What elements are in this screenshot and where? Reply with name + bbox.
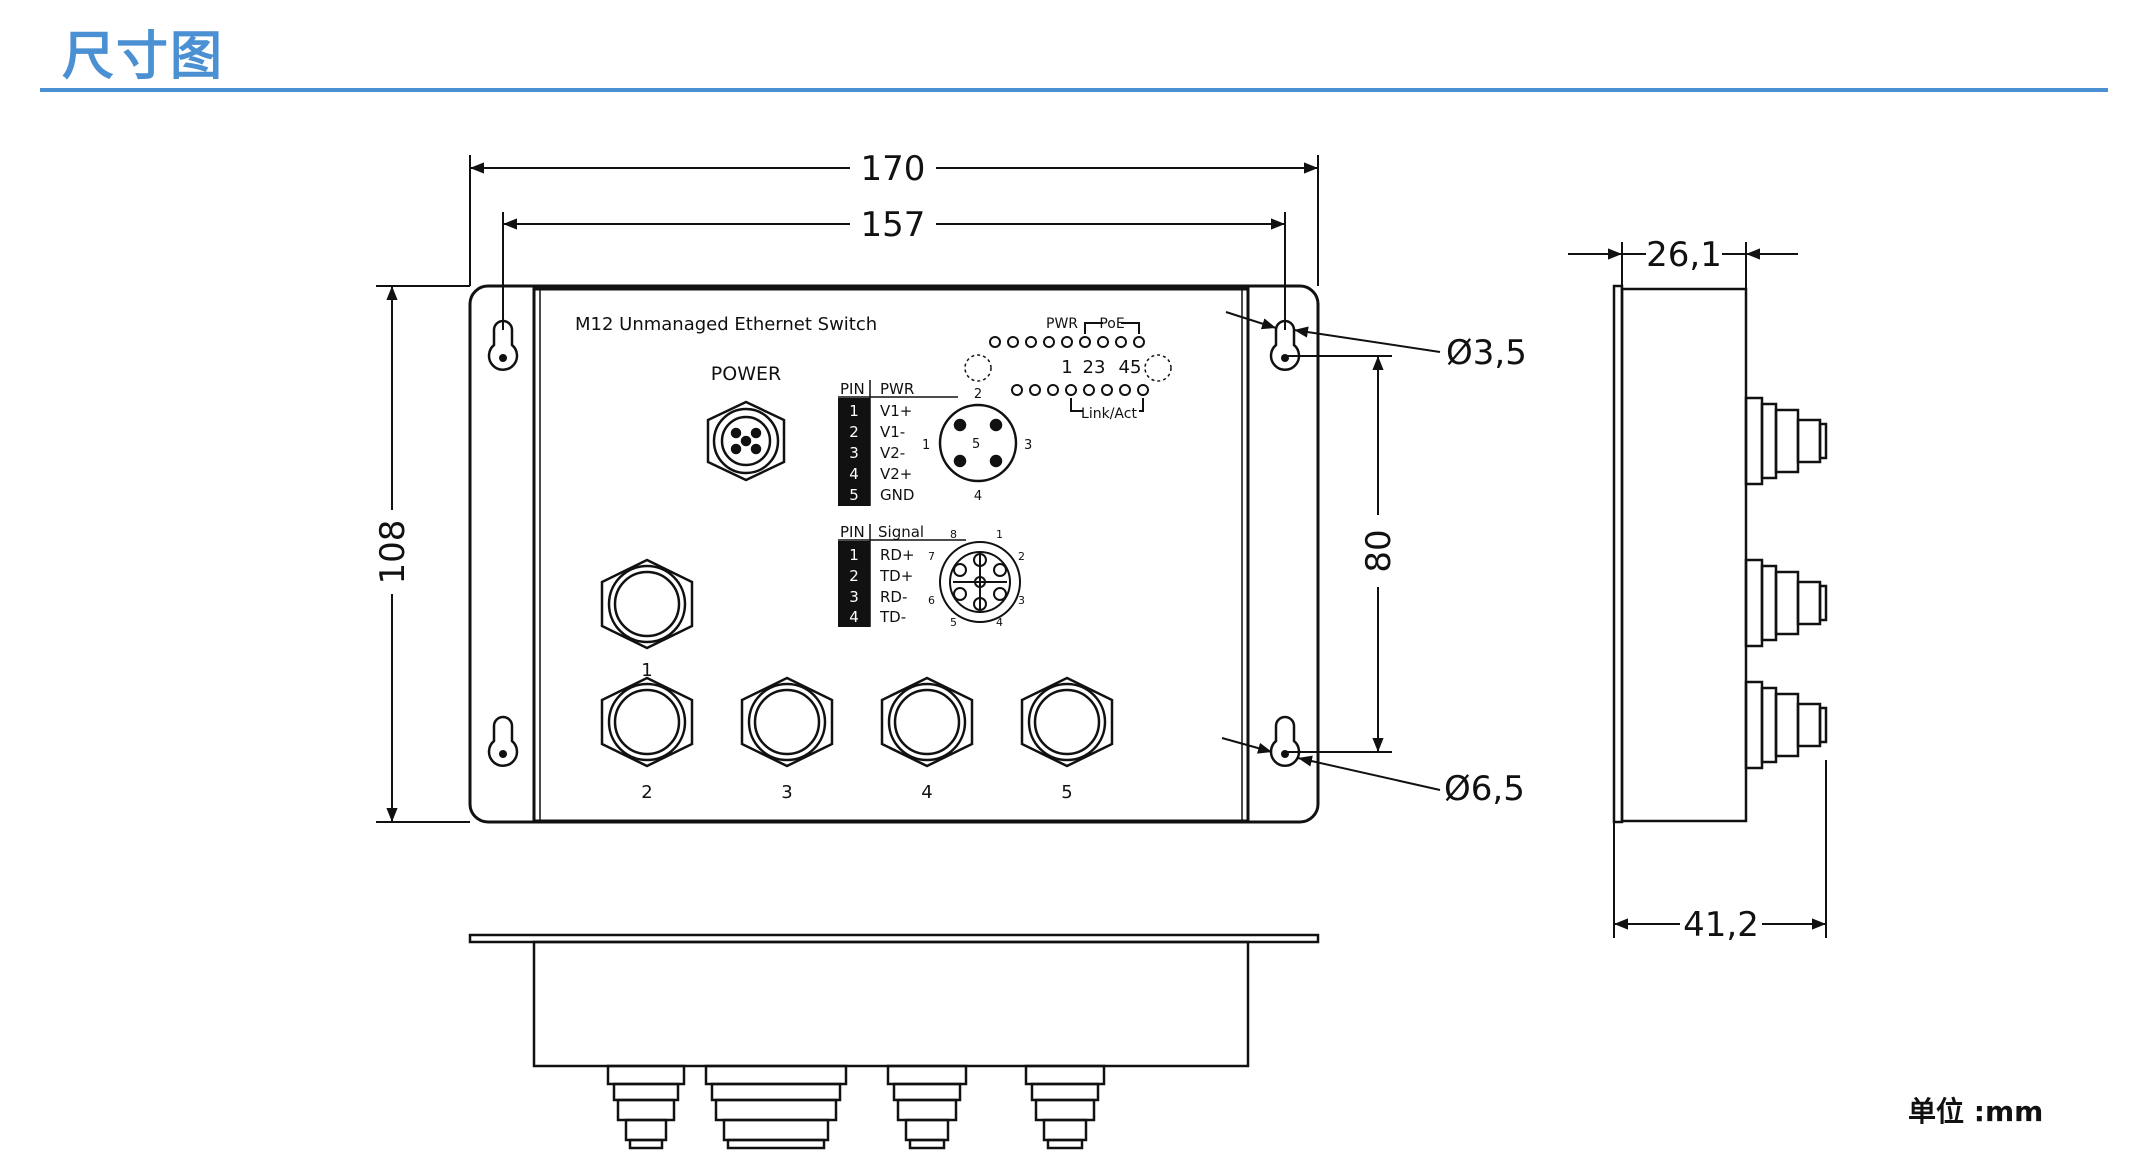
dim-hole-spacing-height: 80 bbox=[1359, 529, 1399, 572]
signal-pin-1: 1 bbox=[996, 528, 1003, 541]
ethernet-port-5 bbox=[1020, 676, 1114, 768]
dim-large-hole: Ø6,5 bbox=[1444, 769, 1525, 809]
power-pin-5: 5 bbox=[972, 437, 980, 452]
signal-table-value-4: TD- bbox=[879, 608, 906, 626]
port-number-3: 3 bbox=[781, 782, 792, 803]
signal-table-header-signal: Signal bbox=[878, 523, 924, 541]
power-table-header-signal: PWR bbox=[880, 380, 914, 398]
signal-pin-table-text: PIN Signal 1 RD+ 2 TD+ 3 RD- 4 TD- bbox=[840, 523, 924, 626]
signal-pin-6: 6 bbox=[928, 594, 935, 607]
linkact-bracket bbox=[1070, 398, 1144, 412]
side-housing bbox=[1620, 287, 1748, 823]
ethernet-port-2 bbox=[600, 676, 694, 768]
signal-pin-2: 2 bbox=[1018, 550, 1025, 563]
signal-pin-3: 3 bbox=[1018, 594, 1025, 607]
led-pwr-label: PWR bbox=[1046, 316, 1078, 332]
port-number-5: 5 bbox=[1061, 782, 1072, 803]
side-connector-bottom bbox=[1744, 680, 1828, 770]
dimension-values: 170 157 108 80 Ø3,5 Ø6,5 26,1 41,2 bbox=[373, 149, 1759, 945]
signal-pinout-labels: 1 2 3 4 5 6 7 8 bbox=[928, 528, 1025, 629]
signal-table-pin-4: 4 bbox=[849, 608, 859, 626]
port-number-1: 1 bbox=[641, 660, 652, 681]
units-label: 单位 :mm bbox=[1908, 1095, 2044, 1128]
port-number-4: 4 bbox=[921, 782, 932, 803]
power-pin-table bbox=[838, 380, 958, 506]
dimension-lines bbox=[376, 155, 1827, 938]
poe-bracket bbox=[1084, 322, 1140, 334]
power-table-value-5: GND bbox=[880, 486, 914, 504]
power-table-value-4: V2+ bbox=[880, 465, 912, 483]
bottom-connector-3 bbox=[886, 1064, 968, 1150]
power-connector bbox=[706, 400, 786, 482]
led-hole-left bbox=[964, 354, 992, 382]
keyhole-bottom-left bbox=[487, 715, 519, 767]
ethernet-port-1 bbox=[600, 558, 694, 650]
led-port-label-1: 1 bbox=[1061, 357, 1072, 378]
title-rule bbox=[40, 88, 2108, 92]
side-connector-middle bbox=[1744, 558, 1828, 648]
power-pin-3: 3 bbox=[1024, 438, 1032, 453]
keyhole-bottom-right bbox=[1269, 715, 1301, 767]
power-table-pin-4: 4 bbox=[849, 465, 859, 483]
signal-table-pin-3: 3 bbox=[849, 588, 859, 606]
led-row-bottom bbox=[1011, 384, 1149, 396]
ethernet-port-4 bbox=[880, 676, 974, 768]
power-pin-2: 2 bbox=[974, 387, 982, 402]
housing-face-outline bbox=[532, 287, 1250, 823]
power-pin-1: 1 bbox=[922, 438, 930, 453]
signal-table-value-3: RD- bbox=[880, 588, 907, 606]
signal-pin-table bbox=[838, 524, 966, 627]
power-table-pin-2: 2 bbox=[849, 423, 859, 441]
signal-table-pin-2: 2 bbox=[849, 567, 859, 585]
bottom-connector-2 bbox=[704, 1064, 848, 1150]
dim-body-depth: 26,1 bbox=[1646, 235, 1722, 275]
power-table-value-1: V1+ bbox=[880, 402, 912, 420]
signal-table-pin-1: 1 bbox=[849, 546, 859, 564]
dim-overall-height: 108 bbox=[373, 520, 413, 585]
bottom-connector-4 bbox=[1024, 1064, 1106, 1150]
side-connector-top bbox=[1744, 396, 1828, 486]
signal-table-header-pin: PIN bbox=[840, 523, 865, 541]
bottom-connector-1 bbox=[606, 1064, 686, 1150]
led-hole-right bbox=[1144, 354, 1172, 382]
power-table-value-3: V2- bbox=[880, 444, 905, 462]
page-title: 尺寸图 bbox=[62, 27, 225, 87]
power-pin-table-text: PIN PWR 1 V1+ 2 V1- 3 V2- 4 V2+ 5 GND bbox=[840, 380, 914, 504]
model-label: M12 Unmanaged Ethernet Switch bbox=[575, 314, 877, 335]
bottom-view bbox=[468, 933, 1320, 1150]
side-view bbox=[1612, 284, 1828, 824]
power-table-header-pin: PIN bbox=[840, 380, 865, 398]
led-linkact-label: Link/Act bbox=[1081, 406, 1137, 422]
power-table-pin-5: 5 bbox=[849, 486, 859, 504]
signal-pin-5: 5 bbox=[950, 616, 957, 629]
power-pinout-labels: 1 2 3 4 5 bbox=[922, 387, 1032, 504]
signal-pin-4: 4 bbox=[996, 616, 1003, 629]
signal-table-value-1: RD+ bbox=[880, 546, 915, 564]
ethernet-port-3 bbox=[740, 676, 834, 768]
power-pin-4: 4 bbox=[974, 489, 982, 504]
dim-hole-spacing-width: 157 bbox=[861, 205, 926, 245]
dim-total-depth: 41,2 bbox=[1683, 905, 1759, 945]
dim-small-hole: Ø3,5 bbox=[1446, 333, 1527, 373]
led-port-label-45: 45 bbox=[1119, 357, 1142, 378]
port-number-2: 2 bbox=[641, 782, 652, 803]
led-row-top bbox=[989, 336, 1145, 348]
power-table-pin-3: 3 bbox=[849, 444, 859, 462]
signal-table-value-2: TD+ bbox=[879, 567, 913, 585]
led-port-label-23: 23 bbox=[1083, 357, 1106, 378]
dim-overall-width: 170 bbox=[861, 149, 926, 189]
power-pinout-diagram bbox=[938, 403, 1018, 483]
power-table-pin-1: 1 bbox=[849, 402, 859, 420]
power-label: POWER bbox=[711, 363, 781, 385]
signal-pinout-diagram bbox=[939, 541, 1021, 623]
signal-pin-8: 8 bbox=[950, 528, 957, 541]
front-view-labels: M12 Unmanaged Ethernet Switch POWER PWR … bbox=[575, 314, 1141, 803]
signal-pin-7: 7 bbox=[928, 550, 935, 563]
led-poe-label: PoE bbox=[1099, 316, 1124, 332]
power-table-value-2: V1- bbox=[880, 423, 905, 441]
bottom-housing bbox=[532, 940, 1250, 1068]
